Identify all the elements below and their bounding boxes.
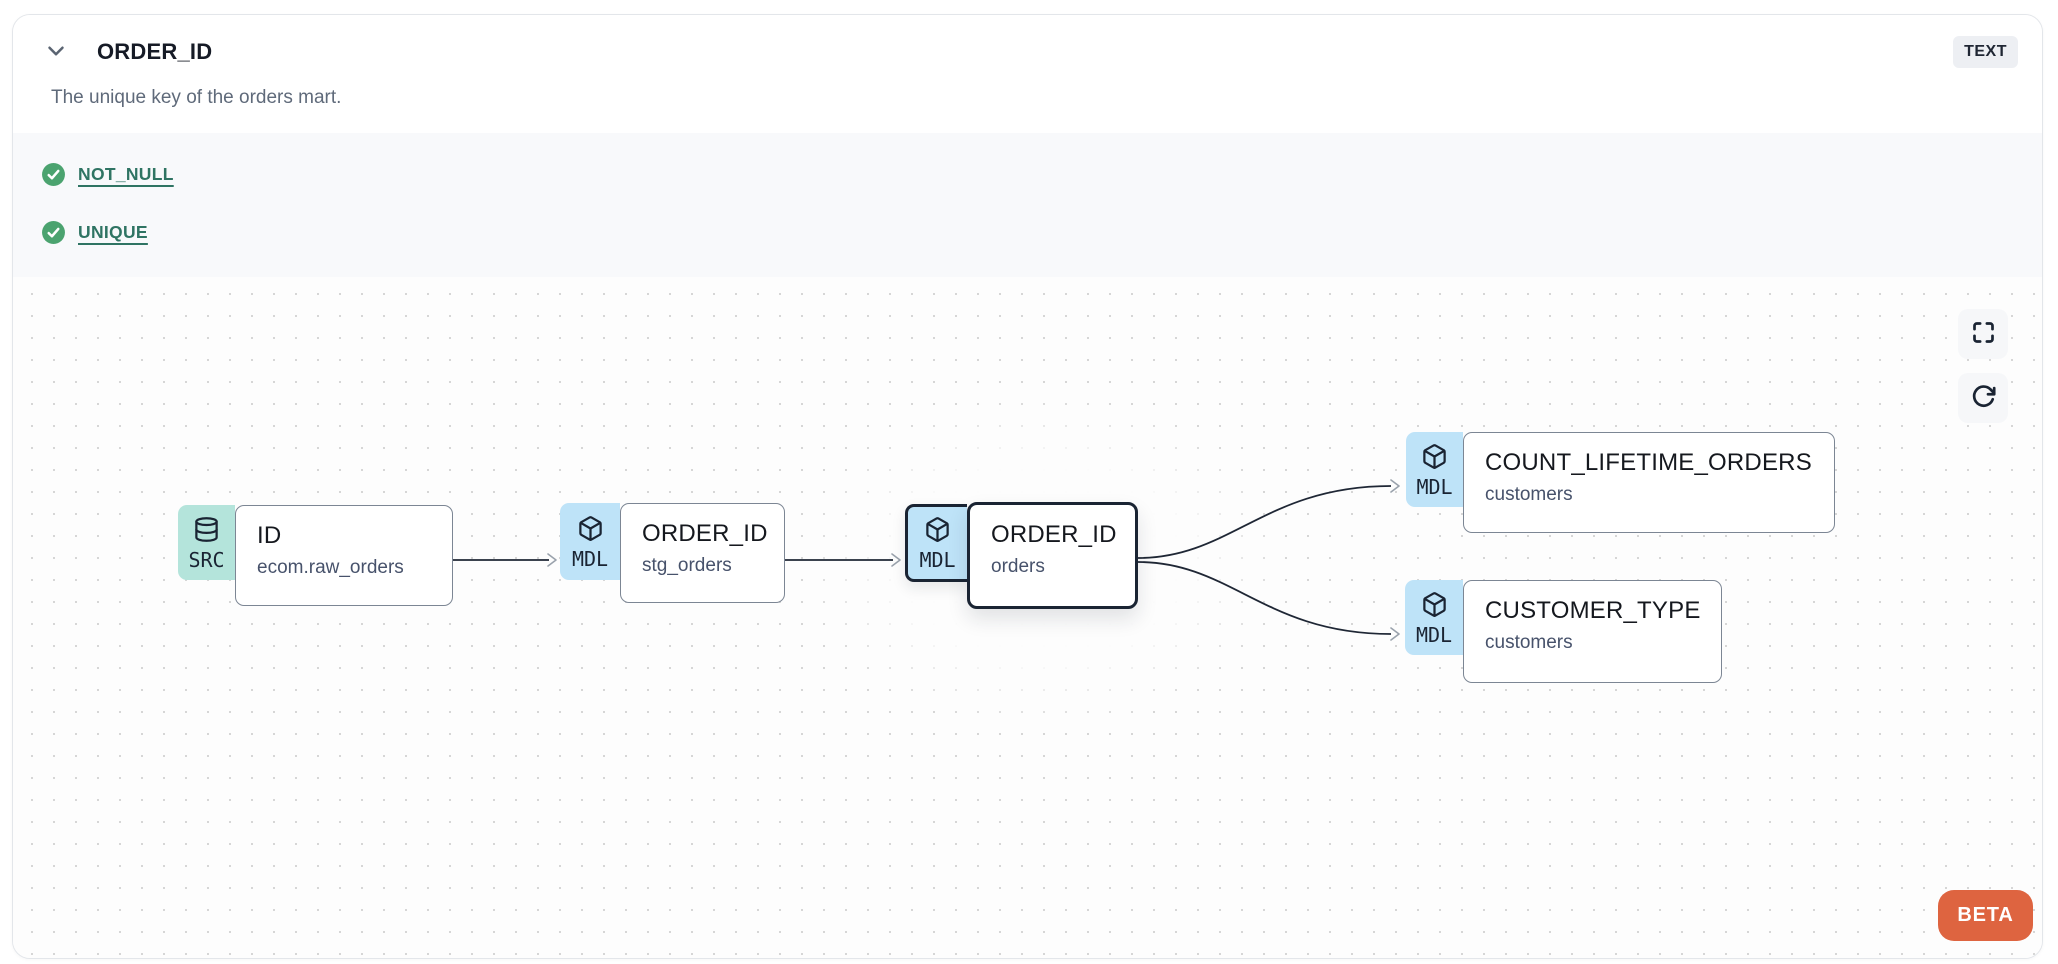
node-subtitle: customers xyxy=(1485,632,1573,653)
tests-section: NOT_NULL UNIQUE xyxy=(13,133,2042,277)
arrowhead-icon xyxy=(1390,627,1400,641)
column-details-panel: ORDER_ID TEXT The unique key of the orde… xyxy=(12,14,2043,959)
node-type-label: MDL xyxy=(571,546,609,571)
arrowhead-icon xyxy=(1390,479,1400,493)
panel-header: ORDER_ID TEXT The unique key of the orde… xyxy=(13,15,2042,133)
cube-icon xyxy=(1421,443,1448,475)
node-title: ID xyxy=(257,522,282,549)
arrowhead-icon xyxy=(891,553,901,567)
node-type-badge: MDL xyxy=(1406,432,1463,507)
column-title: ORDER_ID xyxy=(97,39,213,64)
node-title: ORDER_ID xyxy=(991,521,1117,548)
node-type-badge: MDL xyxy=(1405,580,1463,655)
node-title: CUSTOMER_TYPE xyxy=(1485,597,1701,624)
node-type-label: SRC xyxy=(188,547,225,572)
lineage-node-id-raw-orders[interactable]: SRC ID ecom.raw_orders xyxy=(178,505,453,606)
canvas-controls xyxy=(1958,309,2008,423)
test-row: NOT_NULL xyxy=(41,153,2042,195)
node-type-label: MDL xyxy=(1416,474,1453,499)
chevron-down-icon xyxy=(43,38,69,67)
node-title: ORDER_ID xyxy=(642,520,768,547)
test-link-unique[interactable]: UNIQUE xyxy=(78,221,148,242)
arrowhead-icon xyxy=(547,553,557,567)
check-circle-icon xyxy=(41,162,66,187)
node-card: ORDER_ID stg_orders xyxy=(620,503,785,603)
fullscreen-icon xyxy=(1970,319,1997,349)
refresh-icon xyxy=(1970,383,1997,413)
refresh-button[interactable] xyxy=(1958,373,2008,423)
node-type-badge: MDL xyxy=(560,503,620,580)
database-icon xyxy=(193,516,220,548)
node-subtitle: orders xyxy=(991,556,1045,577)
node-card: CUSTOMER_TYPE customers xyxy=(1463,580,1722,683)
node-subtitle: customers xyxy=(1485,484,1573,505)
cube-icon xyxy=(924,516,951,548)
node-type-badge: SRC xyxy=(178,505,235,580)
node-card: ID ecom.raw_orders xyxy=(235,505,453,606)
lineage-node-count-lifetime-orders[interactable]: MDL COUNT_LIFETIME_ORDERS customers xyxy=(1406,432,1835,533)
lineage-canvas[interactable]: SRC ID ecom.raw_orders MDL ORDER_ID stg_… xyxy=(13,277,2042,958)
column-description: The unique key of the orders mart. xyxy=(51,87,342,108)
fullscreen-button[interactable] xyxy=(1958,309,2008,359)
node-type-badge: MDL xyxy=(905,504,967,582)
beta-badge: BETA xyxy=(1938,890,2033,941)
lineage-node-customer-type[interactable]: MDL CUSTOMER_TYPE customers xyxy=(1405,580,1722,683)
node-card: COUNT_LIFETIME_ORDERS customers xyxy=(1463,432,1835,533)
cube-icon xyxy=(577,515,604,547)
lineage-node-orderid-orders-selected[interactable]: MDL ORDER_ID orders xyxy=(905,502,1138,609)
node-subtitle: ecom.raw_orders xyxy=(257,557,404,578)
lineage-edges xyxy=(453,479,1400,641)
node-card: ORDER_ID orders xyxy=(967,502,1138,609)
test-row: UNIQUE xyxy=(41,211,2042,253)
test-link-not-null[interactable]: NOT_NULL xyxy=(78,163,174,184)
edge-orders-to-count xyxy=(1137,485,1392,559)
cube-icon xyxy=(1421,591,1448,623)
check-circle-icon xyxy=(41,220,66,245)
node-type-label: MDL xyxy=(919,548,956,572)
collapse-button[interactable] xyxy=(39,35,73,69)
data-type-badge: TEXT xyxy=(1953,36,2018,68)
node-type-label: MDL xyxy=(1415,622,1453,647)
node-subtitle: stg_orders xyxy=(642,555,732,576)
lineage-node-orderid-stg-orders[interactable]: MDL ORDER_ID stg_orders xyxy=(560,503,785,603)
edge-orders-to-ctype xyxy=(1137,561,1392,635)
node-title: COUNT_LIFETIME_ORDERS xyxy=(1485,449,1812,476)
